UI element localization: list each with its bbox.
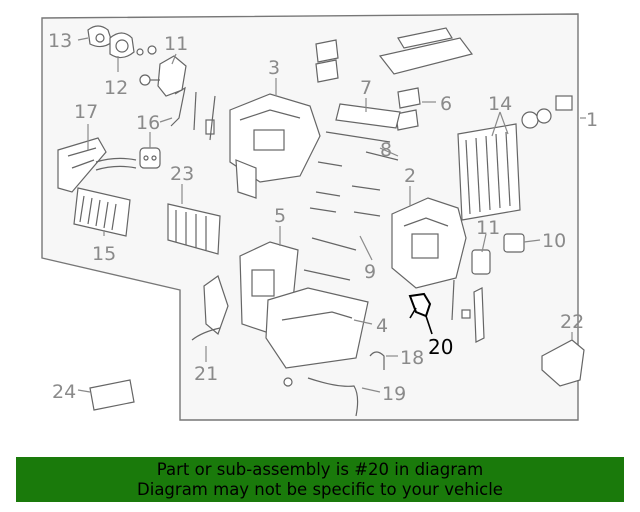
callout-11-right: 11 [476, 217, 500, 239]
callout-6: 6 [440, 93, 452, 115]
bracket-part-17 [57, 137, 137, 193]
leader-lines [77, 37, 586, 393]
resistor-part-16 [139, 147, 161, 169]
callout-9: 9 [364, 261, 376, 283]
callout-3: 3 [268, 57, 280, 79]
housing-part-2 [391, 197, 467, 289]
banner-line-2: Diagram may not be specific to your vehi… [137, 480, 503, 499]
callout-7: 7 [360, 77, 372, 99]
cabin-filter-part-14 [457, 95, 573, 221]
callout-13: 13 [48, 30, 72, 52]
callout-4: 4 [376, 315, 388, 337]
callout-23: 23 [170, 163, 194, 185]
lower-case-part-4 [265, 287, 369, 369]
banner-line-1: Part or sub-assembly is #20 in diagram [156, 460, 484, 479]
motor-part-12 [109, 32, 157, 59]
callout-8: 8 [380, 139, 392, 161]
callout-10: 10 [542, 230, 566, 252]
heater-core-part-15 [73, 187, 131, 237]
actuator-part-11-right [471, 249, 491, 275]
sensor-part-18 [369, 351, 385, 370]
callout-12: 12 [104, 77, 128, 99]
actuator-part-10 [503, 233, 525, 253]
callout-5: 5 [274, 205, 286, 227]
diagram-panel [41, 13, 579, 421]
callout-1: 1 [586, 109, 598, 131]
callout-20-highlighted: 20 [428, 335, 453, 359]
bracket-part-21-upper [203, 275, 229, 336]
callout-17: 17 [74, 101, 98, 123]
callout-18: 18 [400, 347, 424, 369]
callout-19: 19 [382, 383, 406, 405]
callout-15: 15 [92, 243, 116, 265]
highlighted-part-20 [408, 292, 432, 319]
callout-labels: 13 12 11 3 7 6 14 1 17 16 8 2 23 15 5 11… [48, 30, 598, 405]
module-part-24 [89, 379, 135, 411]
callout-16: 16 [136, 112, 160, 134]
upper-case-part-3 [229, 93, 321, 199]
callout-24: 24 [52, 381, 76, 403]
connectors-center [303, 151, 399, 281]
hose-part-21 [191, 327, 221, 341]
callout-11-top: 11 [164, 33, 188, 55]
callout-2: 2 [404, 165, 416, 187]
info-banner: Part or sub-assembly is #20 in diagram D… [16, 457, 624, 502]
rod-parts-right [451, 279, 485, 343]
callout-22: 22 [560, 311, 584, 333]
callout-21: 21 [194, 363, 218, 385]
callout-14: 14 [488, 93, 512, 115]
evaporator-part-23 [167, 203, 221, 255]
hose-part-19 [283, 377, 359, 417]
rods-small [170, 86, 216, 141]
filters-part-6-7 [315, 27, 474, 143]
